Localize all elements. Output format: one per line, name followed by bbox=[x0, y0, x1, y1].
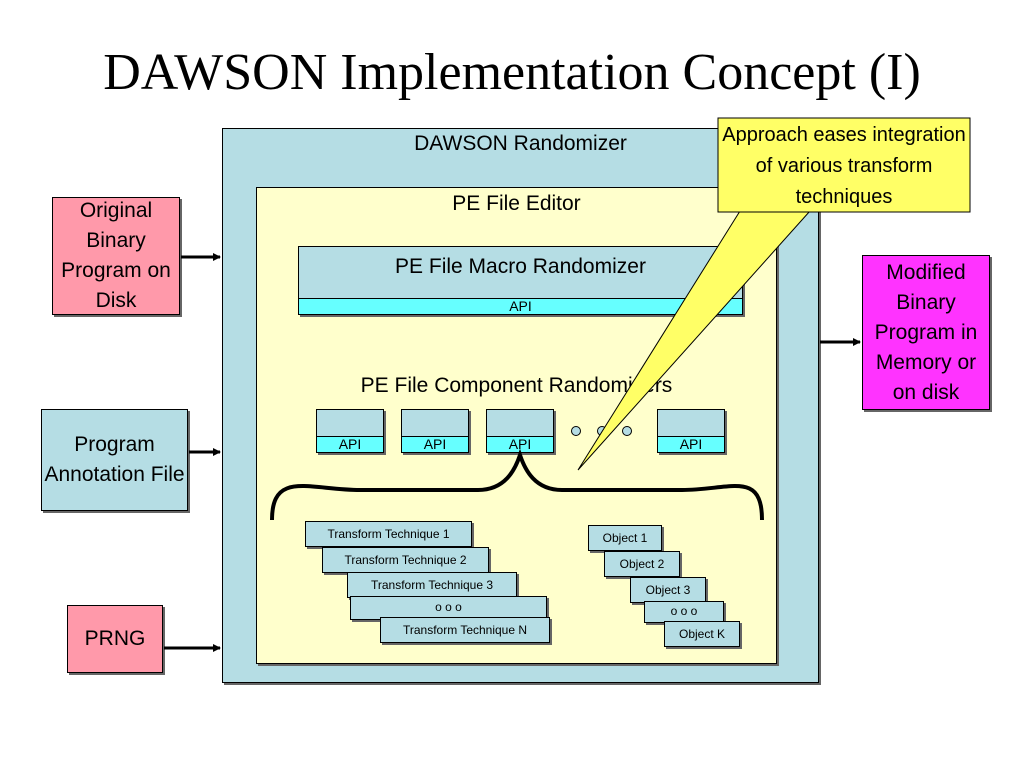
modified-binary-box: Modified Binary Program in Memory or on … bbox=[862, 255, 990, 410]
object-box-1: Object 1 bbox=[588, 525, 662, 551]
macro-api-bar: API bbox=[298, 298, 743, 315]
dawson-randomizer-label: DAWSON Randomizer bbox=[414, 132, 627, 155]
object-box-2: Object 2 bbox=[604, 551, 680, 577]
annotation-file-label: Program Annotation File bbox=[44, 433, 185, 486]
object-box-3: Object 3 bbox=[630, 577, 706, 603]
pe-file-editor-label: PE File Editor bbox=[452, 192, 581, 215]
callout-box bbox=[717, 117, 971, 213]
ellipsis-dot-3 bbox=[622, 426, 632, 436]
component-api-3: API bbox=[486, 436, 554, 453]
curly-brace bbox=[270, 448, 764, 521]
component-randomizers-label: PE File Component Randomizers bbox=[360, 374, 673, 397]
modified-binary-label: Modified Binary Program in Memory or on … bbox=[874, 260, 978, 404]
technique-box-1: Transform Technique 1 bbox=[305, 521, 472, 547]
object-box-k: Object K bbox=[664, 621, 740, 647]
technique-box-2: Transform Technique 2 bbox=[322, 547, 489, 573]
callout-tail bbox=[577, 210, 812, 471]
component-api-1: API bbox=[316, 436, 384, 453]
ellipsis-dot-1 bbox=[571, 426, 581, 436]
original-binary-label: Original Binary Program on Disk bbox=[61, 199, 171, 312]
prng-box: PRNG bbox=[67, 605, 163, 673]
technique-box-3: Transform Technique 3 bbox=[347, 572, 517, 598]
annotation-file-box: Program Annotation File bbox=[41, 409, 188, 511]
object-box-ellipsis: o o o bbox=[644, 601, 724, 623]
page-title: DAWSON Implementation Concept (I) bbox=[103, 44, 921, 101]
prng-label: PRNG bbox=[84, 627, 146, 650]
component-api-2: API bbox=[401, 436, 469, 453]
callout-text: Approach eases integration of various tr… bbox=[722, 124, 966, 208]
component-api-4: API bbox=[657, 436, 725, 453]
macro-randomizer-label: PE File Macro Randomizer bbox=[395, 255, 646, 278]
technique-box-n: Transform Technique N bbox=[380, 617, 550, 643]
original-binary-box: Original Binary Program on Disk bbox=[52, 197, 180, 315]
